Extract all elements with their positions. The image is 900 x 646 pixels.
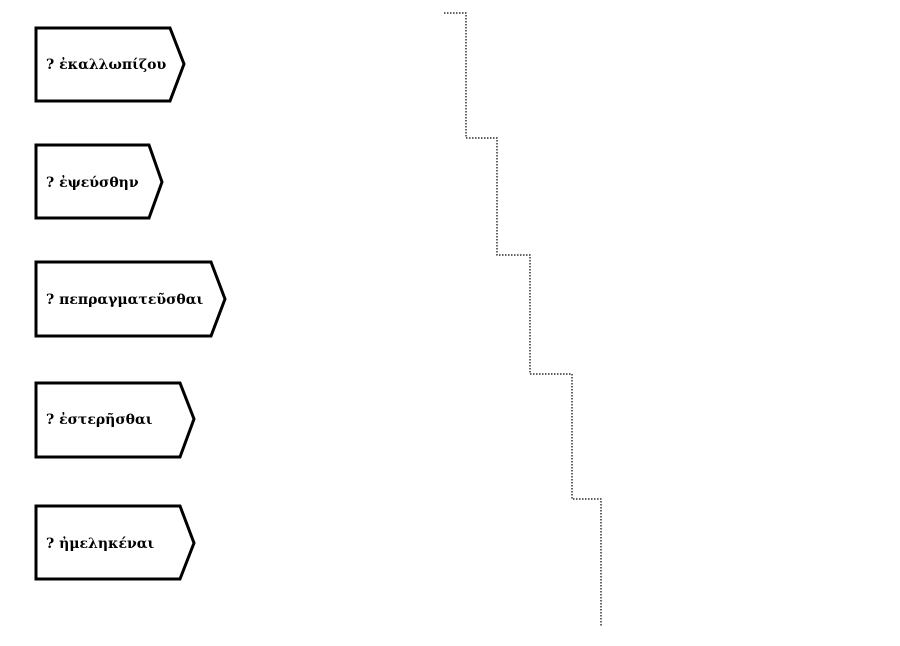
word-tag[interactable]: ? πεπραγματεῦσθαι xyxy=(34,260,227,338)
tag-outline xyxy=(34,260,227,338)
tag-label: ? ἐψεύσθην xyxy=(46,174,139,191)
tag-label: ? ἐκαλλωπίζου xyxy=(46,56,166,73)
tag-outline xyxy=(34,504,196,581)
tag-outline xyxy=(34,26,186,103)
tag-outline xyxy=(34,143,164,220)
word-tag[interactable]: ? ἐστερῆσθαι xyxy=(34,381,196,459)
tag-outline xyxy=(34,381,196,459)
word-tag[interactable]: ? ἠμεληκέναι xyxy=(34,504,196,581)
tag-label: ? πεπραγματεῦσθαι xyxy=(46,292,204,308)
dotted-staircase-line xyxy=(444,12,602,626)
tag-label: ? ἐστερῆσθαι xyxy=(46,411,153,428)
tag-label: ? ἠμεληκέναι xyxy=(46,535,155,552)
word-tag[interactable]: ? ἐψεύσθην xyxy=(34,143,164,220)
word-tag[interactable]: ? ἐκαλλωπίζου xyxy=(34,26,186,103)
